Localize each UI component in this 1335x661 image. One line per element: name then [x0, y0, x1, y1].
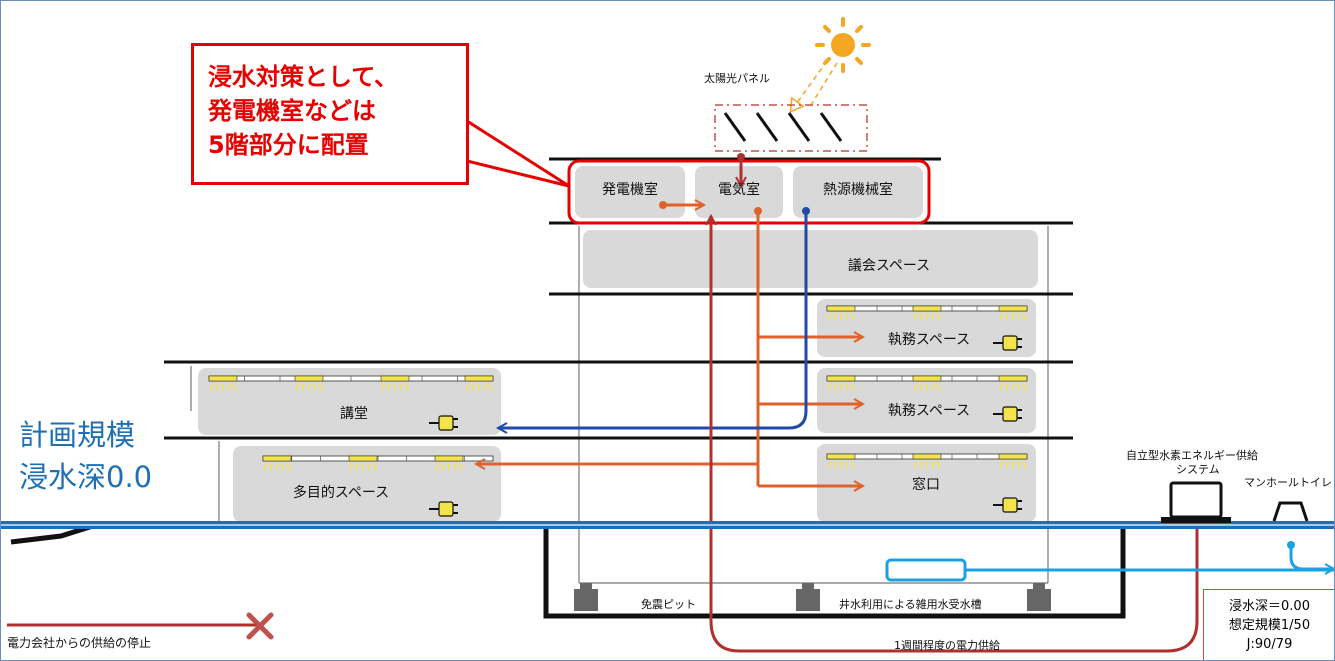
generator-room-label: 発電機室	[602, 182, 658, 198]
seismic-pit-label: 免震ピット	[641, 598, 696, 611]
flood-measure-callout: 浸水対策として、 発電機室などは 5階部分に配置	[191, 43, 469, 185]
assembly-space-label: 議会スペース	[847, 258, 931, 274]
grid-supply-stop-label: 電力会社からの供給の停止	[7, 636, 152, 650]
power-plug-icon	[993, 497, 1022, 513]
flood-depth-box: 浸水深＝0.00 想定規模1/50 J:90/79	[1203, 589, 1334, 660]
well-water-tank-label: 井水利用による雑用水受水槽	[839, 598, 982, 611]
power-plug-icon	[429, 501, 458, 517]
power-plugs	[429, 335, 1022, 517]
solar-panel-label: 太陽光パネル	[704, 72, 770, 85]
ground-line	[1, 521, 1334, 529]
hydrogen-system-label-2: システム	[1176, 463, 1220, 476]
light-strip	[826, 375, 1028, 391]
power-plug-icon	[993, 335, 1022, 351]
hydrogen-system-label-1: 自立型水素エネルギー供給	[1126, 449, 1258, 462]
flood-depth-line-2: 想定規模1/50	[1228, 618, 1311, 633]
sun-icon	[815, 17, 871, 73]
light-strip	[262, 455, 494, 471]
plan-scale-line-1: 計画規模	[19, 418, 136, 452]
flood-depth-line-1: 浸水深＝0.00	[1229, 599, 1310, 614]
sunlight-arrows	[791, 60, 838, 111]
light-strip	[826, 453, 1028, 469]
heat-source-room-label: 熱源機械室	[823, 182, 893, 198]
manhole-toilet-icon	[1272, 501, 1309, 522]
callout-line-1: 浸水対策として、	[208, 63, 399, 91]
top-floor-highlight	[567, 159, 931, 225]
flood-depth-line-3: J:90/79	[1246, 637, 1293, 652]
room-boxes	[198, 166, 1038, 522]
office-space-upper-label: 執務スペース	[887, 332, 971, 348]
callout-line-3: 5階部分に配置	[208, 131, 369, 159]
power-plug-icon	[993, 406, 1022, 422]
hydrogen-system-icon	[1161, 481, 1231, 523]
light-strip	[208, 375, 494, 391]
plan-scale-label: 計画規模 浸水深0.0	[19, 414, 152, 498]
hydrogen-supply-line	[711, 216, 1199, 653]
multipurpose-space-label: 多目的スペース	[292, 485, 390, 501]
one-week-power-supply-label: 1週間程度の電力供給	[894, 639, 1000, 652]
well-water-line	[885, 545, 1334, 582]
manhole-toilet-label: マンホールトイレ	[1244, 476, 1332, 489]
office-space-lower-label: 執務スペース	[887, 403, 971, 419]
callout-line-2: 発電機室などは	[208, 97, 376, 125]
light-strip	[826, 305, 1028, 321]
plan-scale-line-2: 浸水深0.0	[19, 460, 153, 494]
electrical-room-label: 電気室	[718, 182, 760, 198]
power-plug-icon	[429, 415, 458, 431]
callout-pointer	[465, 118, 570, 188]
solar-panel-icon	[714, 104, 868, 152]
counter-label: 窓口	[912, 477, 940, 493]
grid-supply-line	[7, 612, 274, 640]
auditorium-label: 講堂	[340, 406, 368, 422]
heat-source-line	[498, 211, 808, 428]
lighting-fixtures	[208, 305, 1028, 471]
